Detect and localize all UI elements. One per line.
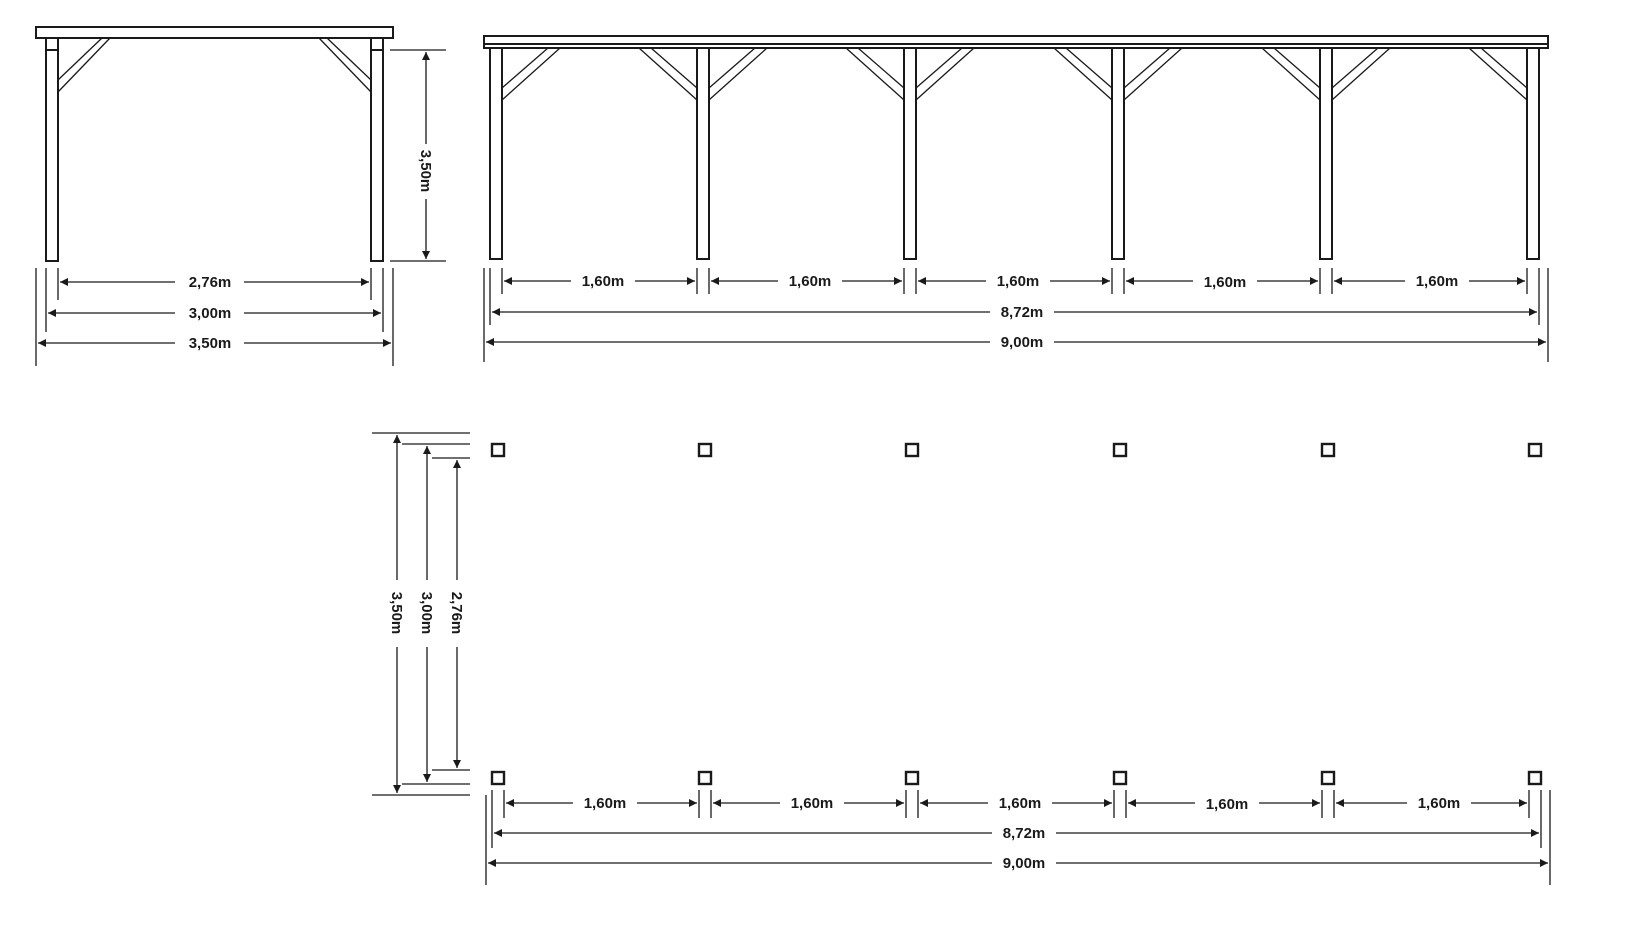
plan-post-bottom [1527, 770, 1543, 786]
brace [708, 47, 768, 101]
side-bay-label: 1,60m [789, 273, 832, 290]
brace [638, 47, 698, 101]
plan-depth-label-inner: 2,76m [448, 592, 465, 635]
brace [1480, 47, 1528, 89]
side-bay-label: 1,60m [1204, 274, 1247, 291]
side-inner-length-label: 8,72m [1001, 304, 1044, 321]
brace [915, 47, 963, 89]
front-height-label: 3,50m [417, 150, 434, 193]
plan-bay-labels: 1,60m 1,60m 1,60m 1,60m 1,60m [584, 795, 1461, 813]
plan-outer-length-label: 9,00m [1003, 855, 1046, 872]
brace [1331, 47, 1379, 89]
plan-post-top [904, 442, 920, 458]
side-roof-beam [483, 35, 1549, 49]
front-dimension-lines [35, 49, 446, 366]
plan-dimension-lines [372, 432, 1551, 885]
plan-post-top [697, 442, 713, 458]
plan-inner-length-label: 8,72m [1003, 825, 1046, 842]
side-post [1319, 47, 1333, 260]
side-bay-label: 1,60m [582, 273, 625, 290]
brace [1123, 47, 1183, 101]
plan-post-top [1112, 442, 1128, 458]
plan-post-bottom [697, 770, 713, 786]
side-dimension-lines [483, 268, 1549, 362]
brace [845, 47, 905, 101]
front-width-label-outer: 3,50m [189, 335, 232, 352]
plan-post-bottom [1320, 770, 1336, 786]
plan-post-top [490, 442, 506, 458]
plan-bay-label: 1,60m [1418, 795, 1461, 812]
side-bay-label: 1,60m [1416, 273, 1459, 290]
brace [1331, 47, 1391, 101]
front-braces [57, 37, 372, 93]
front-width-label-mid: 3,00m [189, 305, 232, 322]
brace [501, 47, 549, 89]
side-post [1526, 47, 1540, 260]
brace [1261, 47, 1321, 101]
brace [1123, 47, 1171, 89]
brace [501, 47, 561, 101]
plan-bay-label: 1,60m [999, 795, 1042, 812]
brace [708, 47, 756, 89]
plan-depth-label-outer: 3,50m [388, 592, 405, 635]
brace [1273, 47, 1321, 89]
front-roof-beam [35, 26, 394, 39]
side-bay-labels: 1,60m 1,60m 1,60m 1,60m 1,60m [582, 273, 1459, 291]
front-view [35, 26, 394, 262]
brace [1065, 47, 1113, 89]
side-view [483, 35, 1549, 260]
side-post [903, 47, 917, 260]
plan-post-top [1320, 442, 1336, 458]
plan-post-bottom [490, 770, 506, 786]
plan-bay-label: 1,60m [584, 795, 627, 812]
plan-posts [490, 442, 1543, 786]
side-bay-label: 1,60m [997, 273, 1040, 290]
plan-bay-label: 1,60m [1206, 796, 1249, 813]
side-post [696, 47, 710, 260]
brace [650, 47, 698, 89]
plan-post-top [1527, 442, 1543, 458]
front-post-right [370, 37, 384, 262]
brace [1468, 47, 1528, 101]
brace [1053, 47, 1113, 101]
side-braces [501, 47, 1528, 101]
plan-depth-label-mid: 3,00m [418, 592, 435, 635]
brace [857, 47, 905, 89]
side-posts [489, 47, 1540, 260]
front-post-left [45, 37, 59, 262]
plan-bay-label: 1,60m [791, 795, 834, 812]
side-outer-length-label: 9,00m [1001, 334, 1044, 351]
plan-post-bottom [904, 770, 920, 786]
side-post [1111, 47, 1125, 260]
front-width-label-inner: 2,76m [189, 274, 232, 291]
plan-post-bottom [1112, 770, 1128, 786]
side-post [489, 47, 503, 260]
brace [915, 47, 975, 101]
